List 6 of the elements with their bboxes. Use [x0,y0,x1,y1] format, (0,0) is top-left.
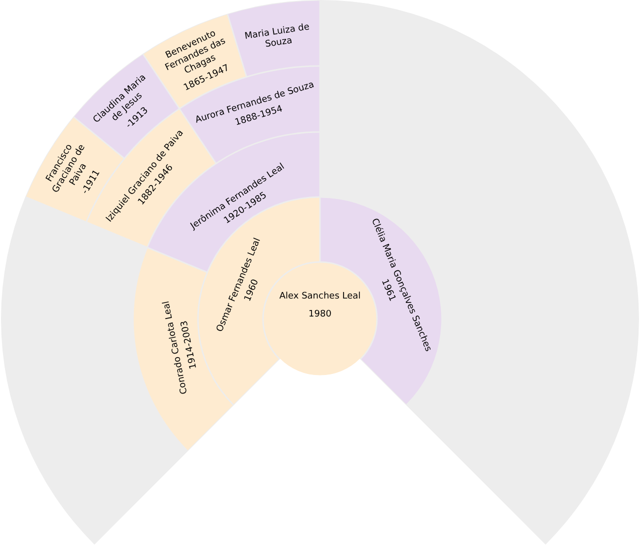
center-circle [263,262,377,376]
person-name: Alex Sanches Leal [279,292,361,302]
life-dates: 1961 [378,278,397,304]
person-name: Maria Luiza de Souza [243,22,312,52]
life-dates: 1980 [308,310,332,320]
fan-segment [228,0,320,77]
